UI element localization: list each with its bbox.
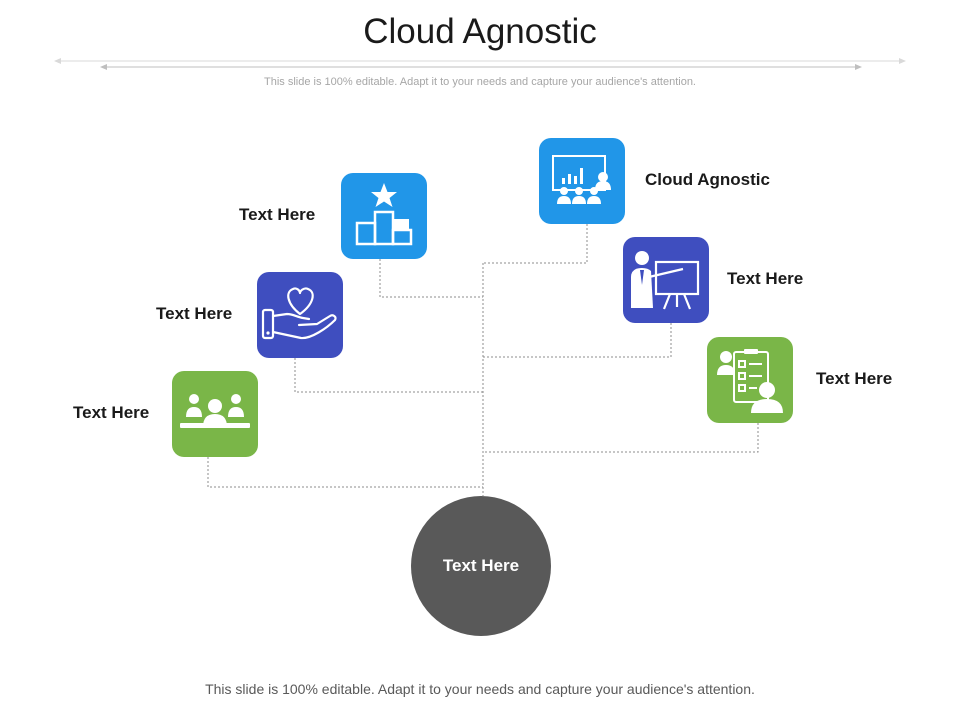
hub-circle: Text Here [411, 496, 551, 636]
node-label-6: Text Here [816, 369, 893, 388]
heart-in-hand-icon [261, 287, 337, 340]
presentation-audience-icon [552, 155, 611, 204]
node-label-5: Text Here [727, 269, 804, 288]
podium-star-icon [355, 183, 413, 246]
slide-title: Cloud Agnostic [363, 12, 597, 51]
meeting-team-tile [172, 371, 258, 457]
presenter-easel-icon [631, 251, 700, 310]
header-divider [54, 58, 906, 70]
hub-label: Text Here [442, 556, 520, 575]
node-label-2: Text Here [156, 304, 233, 323]
slide-footer: This slide is 100% editable. Adapt it to… [205, 681, 755, 697]
podium-star-tile [341, 173, 427, 259]
presentation-audience-tile [539, 138, 625, 224]
node-label-4: Cloud Agnostic [645, 170, 770, 189]
checklist-user-tile [707, 337, 793, 423]
meeting-team-icon [180, 394, 250, 428]
node-label-3: Text Here [239, 205, 316, 224]
checklist-user-icon [717, 349, 783, 413]
node-label-1: Text Here [73, 403, 150, 422]
slide-subtitle: This slide is 100% editable. Adapt it to… [264, 76, 696, 88]
heart-in-hand-tile [257, 272, 343, 358]
presenter-easel-tile [623, 237, 709, 323]
